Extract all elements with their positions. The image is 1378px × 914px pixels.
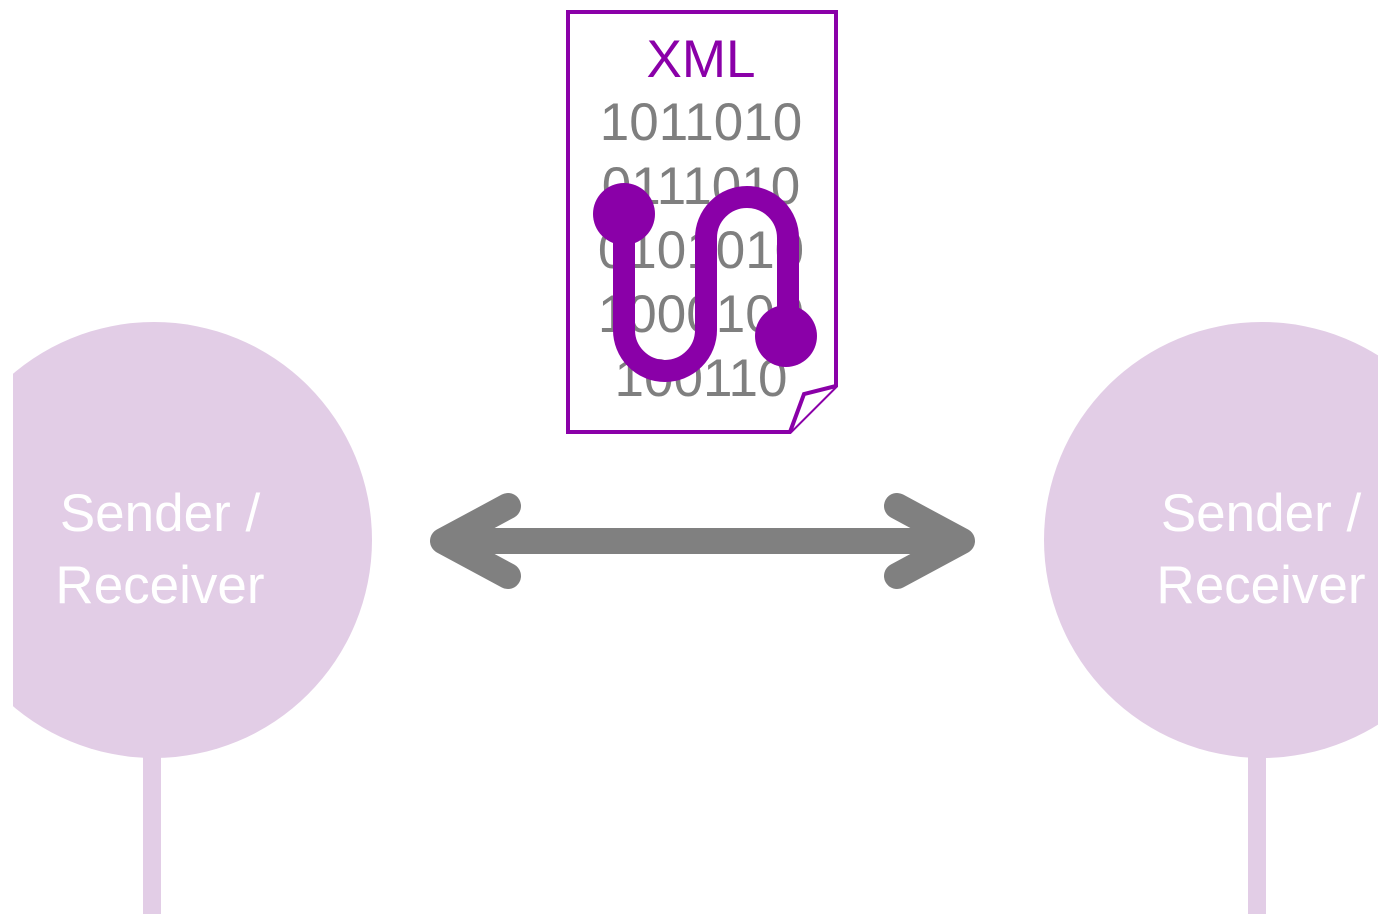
right-node-circle	[1044, 322, 1378, 758]
route-end-dot	[755, 305, 817, 367]
route-start-dot	[593, 183, 655, 245]
arrow-head-left	[430, 493, 521, 589]
left-node-stem	[143, 740, 161, 914]
arrow-head-right	[884, 493, 975, 589]
right-node-stem	[1248, 740, 1266, 914]
left-margin	[0, 0, 13, 914]
left-node-circle	[0, 322, 372, 758]
binary-line: 1011010	[599, 93, 803, 152]
document-title: XML	[646, 30, 756, 89]
right-node-label-line1: Sender /	[1160, 484, 1362, 543]
left-node-label-line1: Sender /	[59, 484, 261, 543]
right-node-label-line2: Receiver	[1156, 556, 1366, 615]
right-node-label: Sender / Receiver	[1101, 478, 1378, 622]
left-node-label: Sender / Receiver	[0, 478, 320, 622]
left-node-label-line2: Receiver	[55, 556, 265, 615]
